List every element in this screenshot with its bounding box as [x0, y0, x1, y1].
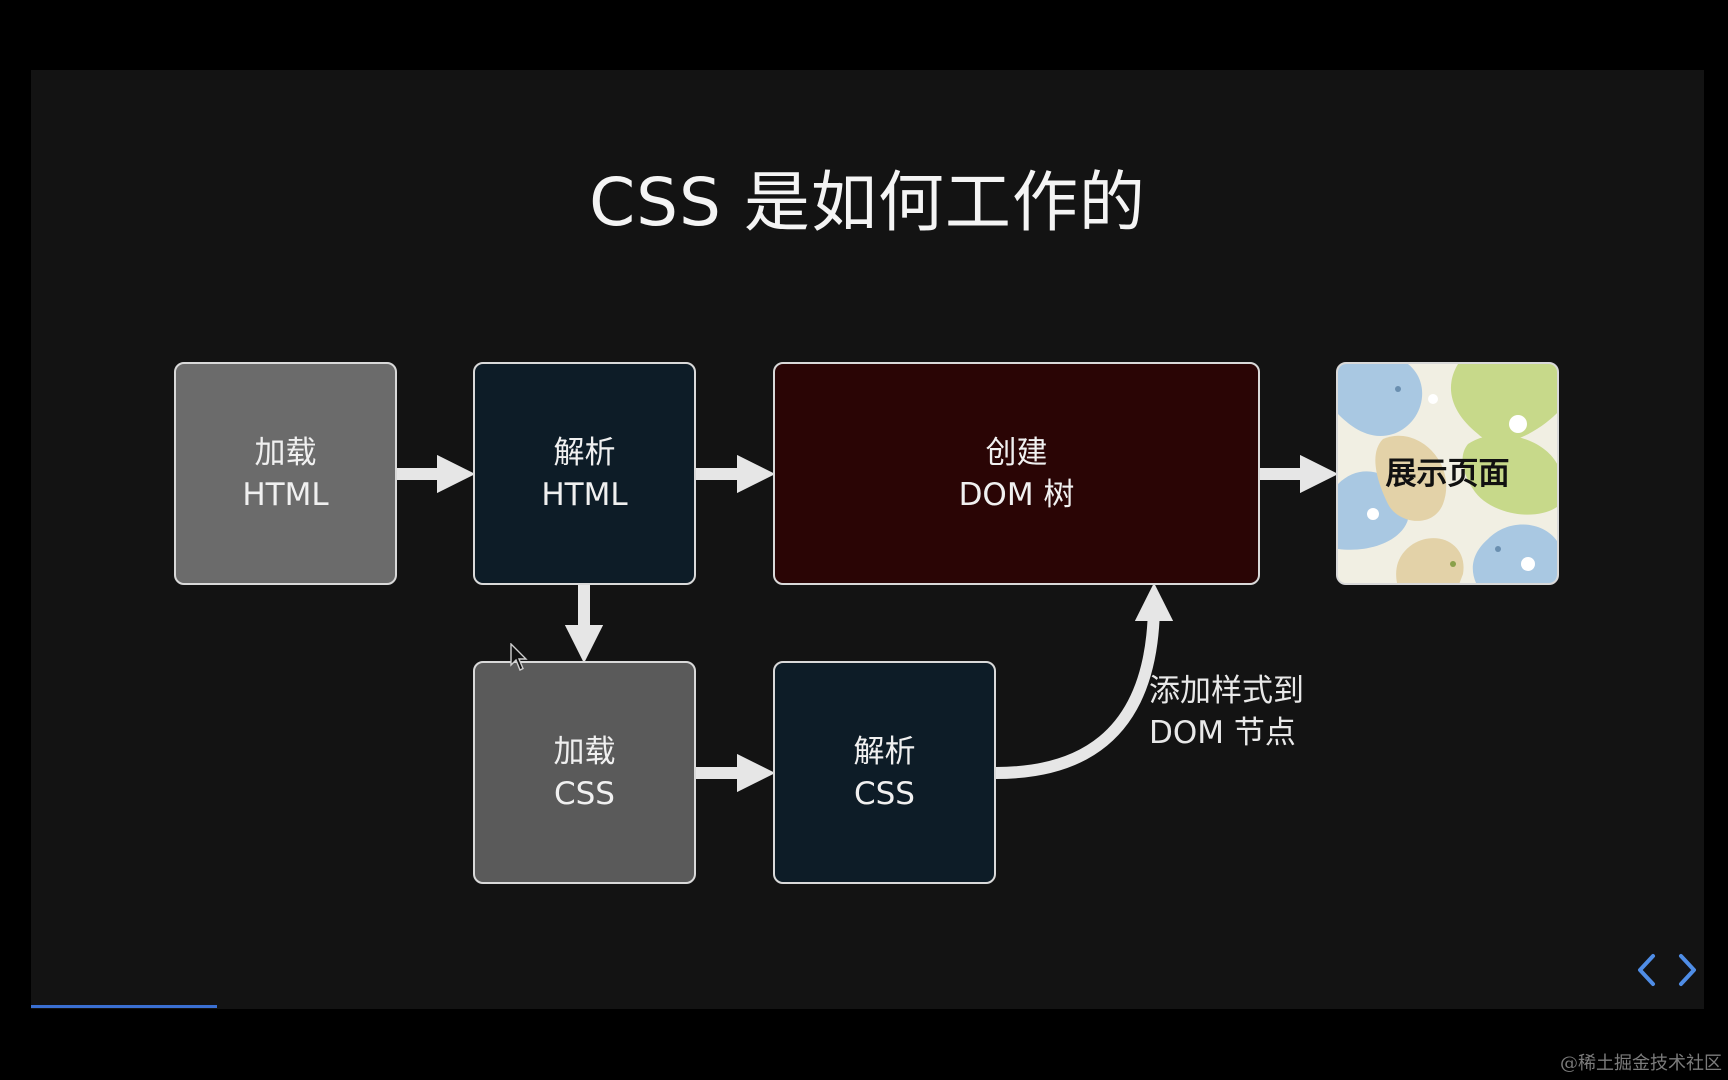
step-label: 解析: [553, 434, 616, 471]
step-label: HTML: [541, 476, 628, 513]
step-create-dom: 创建 DOM 树: [773, 362, 1260, 585]
slide-title: CSS 是如何工作的: [589, 164, 1146, 241]
slide: CSS 是如何工作的 加载 HTML 解析 HTML 创建 DOM 树: [31, 70, 1704, 1009]
step-label: CSS: [853, 775, 915, 812]
step-load-html: 加载 HTML: [174, 362, 397, 585]
step-load-css: 加载 CSS: [473, 661, 696, 884]
step-parse-html: 解析 HTML: [473, 362, 696, 585]
annotation-line: DOM 节点: [1149, 715, 1296, 751]
flow-arrows: [397, 454, 1339, 793]
step-label: DOM 树: [958, 476, 1075, 513]
step-label: 创建: [985, 434, 1048, 471]
step-label: 展示页面: [1385, 455, 1510, 492]
annotation-add-styles: 添加样式到 DOM 节点: [1149, 670, 1304, 754]
step-parse-css: 解析 CSS: [773, 661, 996, 884]
step-show-page: 展示页面: [1336, 362, 1559, 585]
arrow-parse-css-to-dom: [995, 582, 1174, 779]
chevron-left-icon[interactable]: [1629, 948, 1665, 992]
step-label: 加载: [553, 733, 616, 770]
watermark: @稀土掘金技术社区: [1560, 1053, 1722, 1074]
page-preview-art: [1338, 364, 1557, 583]
slide-progress-bar: [31, 1005, 217, 1008]
mouse-cursor-icon: [510, 643, 528, 671]
step-label: 加载: [254, 434, 317, 471]
step-label: CSS: [553, 775, 615, 812]
step-label: HTML: [242, 476, 329, 513]
annotation-line: 添加样式到: [1149, 673, 1304, 709]
step-label: 解析: [853, 733, 916, 770]
chevron-right-icon[interactable]: [1669, 948, 1704, 992]
